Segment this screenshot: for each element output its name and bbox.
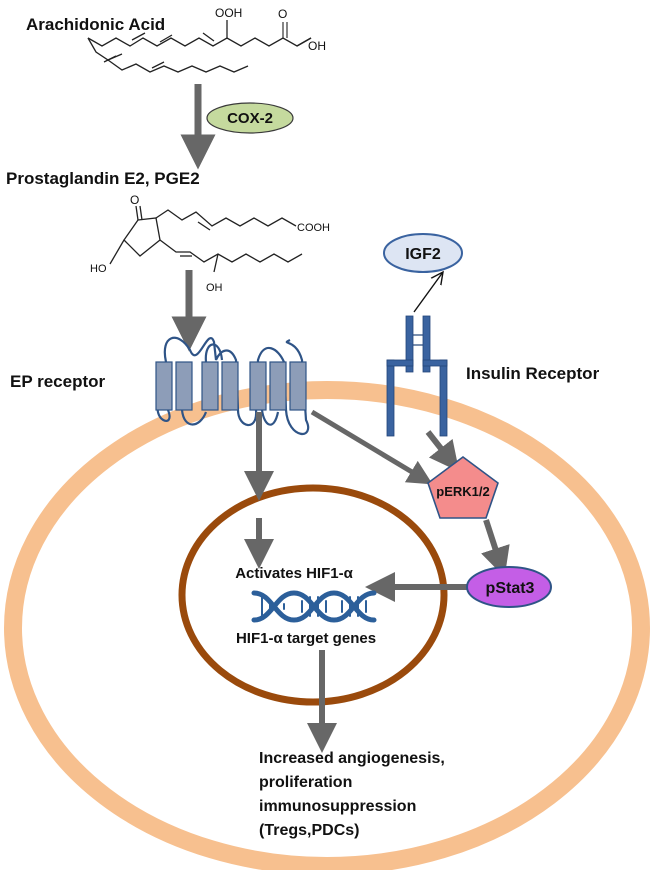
chem-oh-bottom: OH <box>206 282 223 294</box>
cell-membrane <box>4 381 650 870</box>
chem-o-ring: O <box>130 193 139 207</box>
dna-icon <box>251 590 377 623</box>
nucleus-envelope <box>178 484 448 706</box>
outcome-line-2: proliferation <box>259 774 352 791</box>
cox2-enzyme: COX-2 <box>206 102 294 134</box>
pge2-structure <box>109 205 303 273</box>
outcome-text: Increased angiogenesis, proliferation im… <box>259 750 445 839</box>
pstat3-label: pStat3 <box>486 580 535 597</box>
ep-receptor-loops <box>156 336 310 436</box>
ep-helix-7 <box>289 361 307 411</box>
ep-helix-3 <box>201 361 219 411</box>
outcome-line-1: Increased angiogenesis, <box>259 750 445 767</box>
ep-helix-5 <box>249 361 267 411</box>
igf2-ligand: IGF2 <box>383 233 463 273</box>
cox2-label: COX-2 <box>227 110 273 127</box>
outcome-line-4: (Tregs,PDCs) <box>259 822 359 839</box>
pge2-label: Prostaglandin E2, PGE2 <box>6 169 200 188</box>
perk-node: pERK1/2 <box>427 456 499 519</box>
pstat3-node: pStat3 <box>466 566 552 608</box>
activates-hif-label: Activates HIF1-α <box>235 565 353 582</box>
ep-receptor-label: EP receptor <box>10 372 106 391</box>
ep-helix-1 <box>155 361 173 411</box>
arachidonic-acid-label: Arachidonic Acid <box>26 15 165 34</box>
chem-ho-ring: HO <box>90 263 107 275</box>
ep-helix-6 <box>269 361 287 411</box>
perk-label: pERK1/2 <box>436 484 489 499</box>
chem-oh-acid: OH <box>308 39 326 53</box>
outcome-line-3: immunosuppression <box>259 798 416 815</box>
igf2-label: IGF2 <box>405 246 441 263</box>
insulin-receptor-label: Insulin Receptor <box>466 364 600 383</box>
chem-ooh: OOH <box>215 6 242 20</box>
ep-helix-2 <box>175 361 193 411</box>
ep-helix-4 <box>221 361 239 411</box>
hif-targets-label: HIF1-α target genes <box>236 630 376 647</box>
arrow-perk-to-pstat3 <box>481 519 510 578</box>
arrow-ep-to-perk <box>310 409 433 485</box>
arrow-ir-to-perk <box>425 430 460 472</box>
arachidonic-acid-structure <box>87 20 312 73</box>
chem-o-top: O <box>278 7 287 21</box>
arrow-igf2-to-ir <box>413 272 443 313</box>
ep-receptor <box>155 336 310 436</box>
chem-cooh: COOH <box>297 222 330 234</box>
insulin-receptor <box>386 315 448 437</box>
